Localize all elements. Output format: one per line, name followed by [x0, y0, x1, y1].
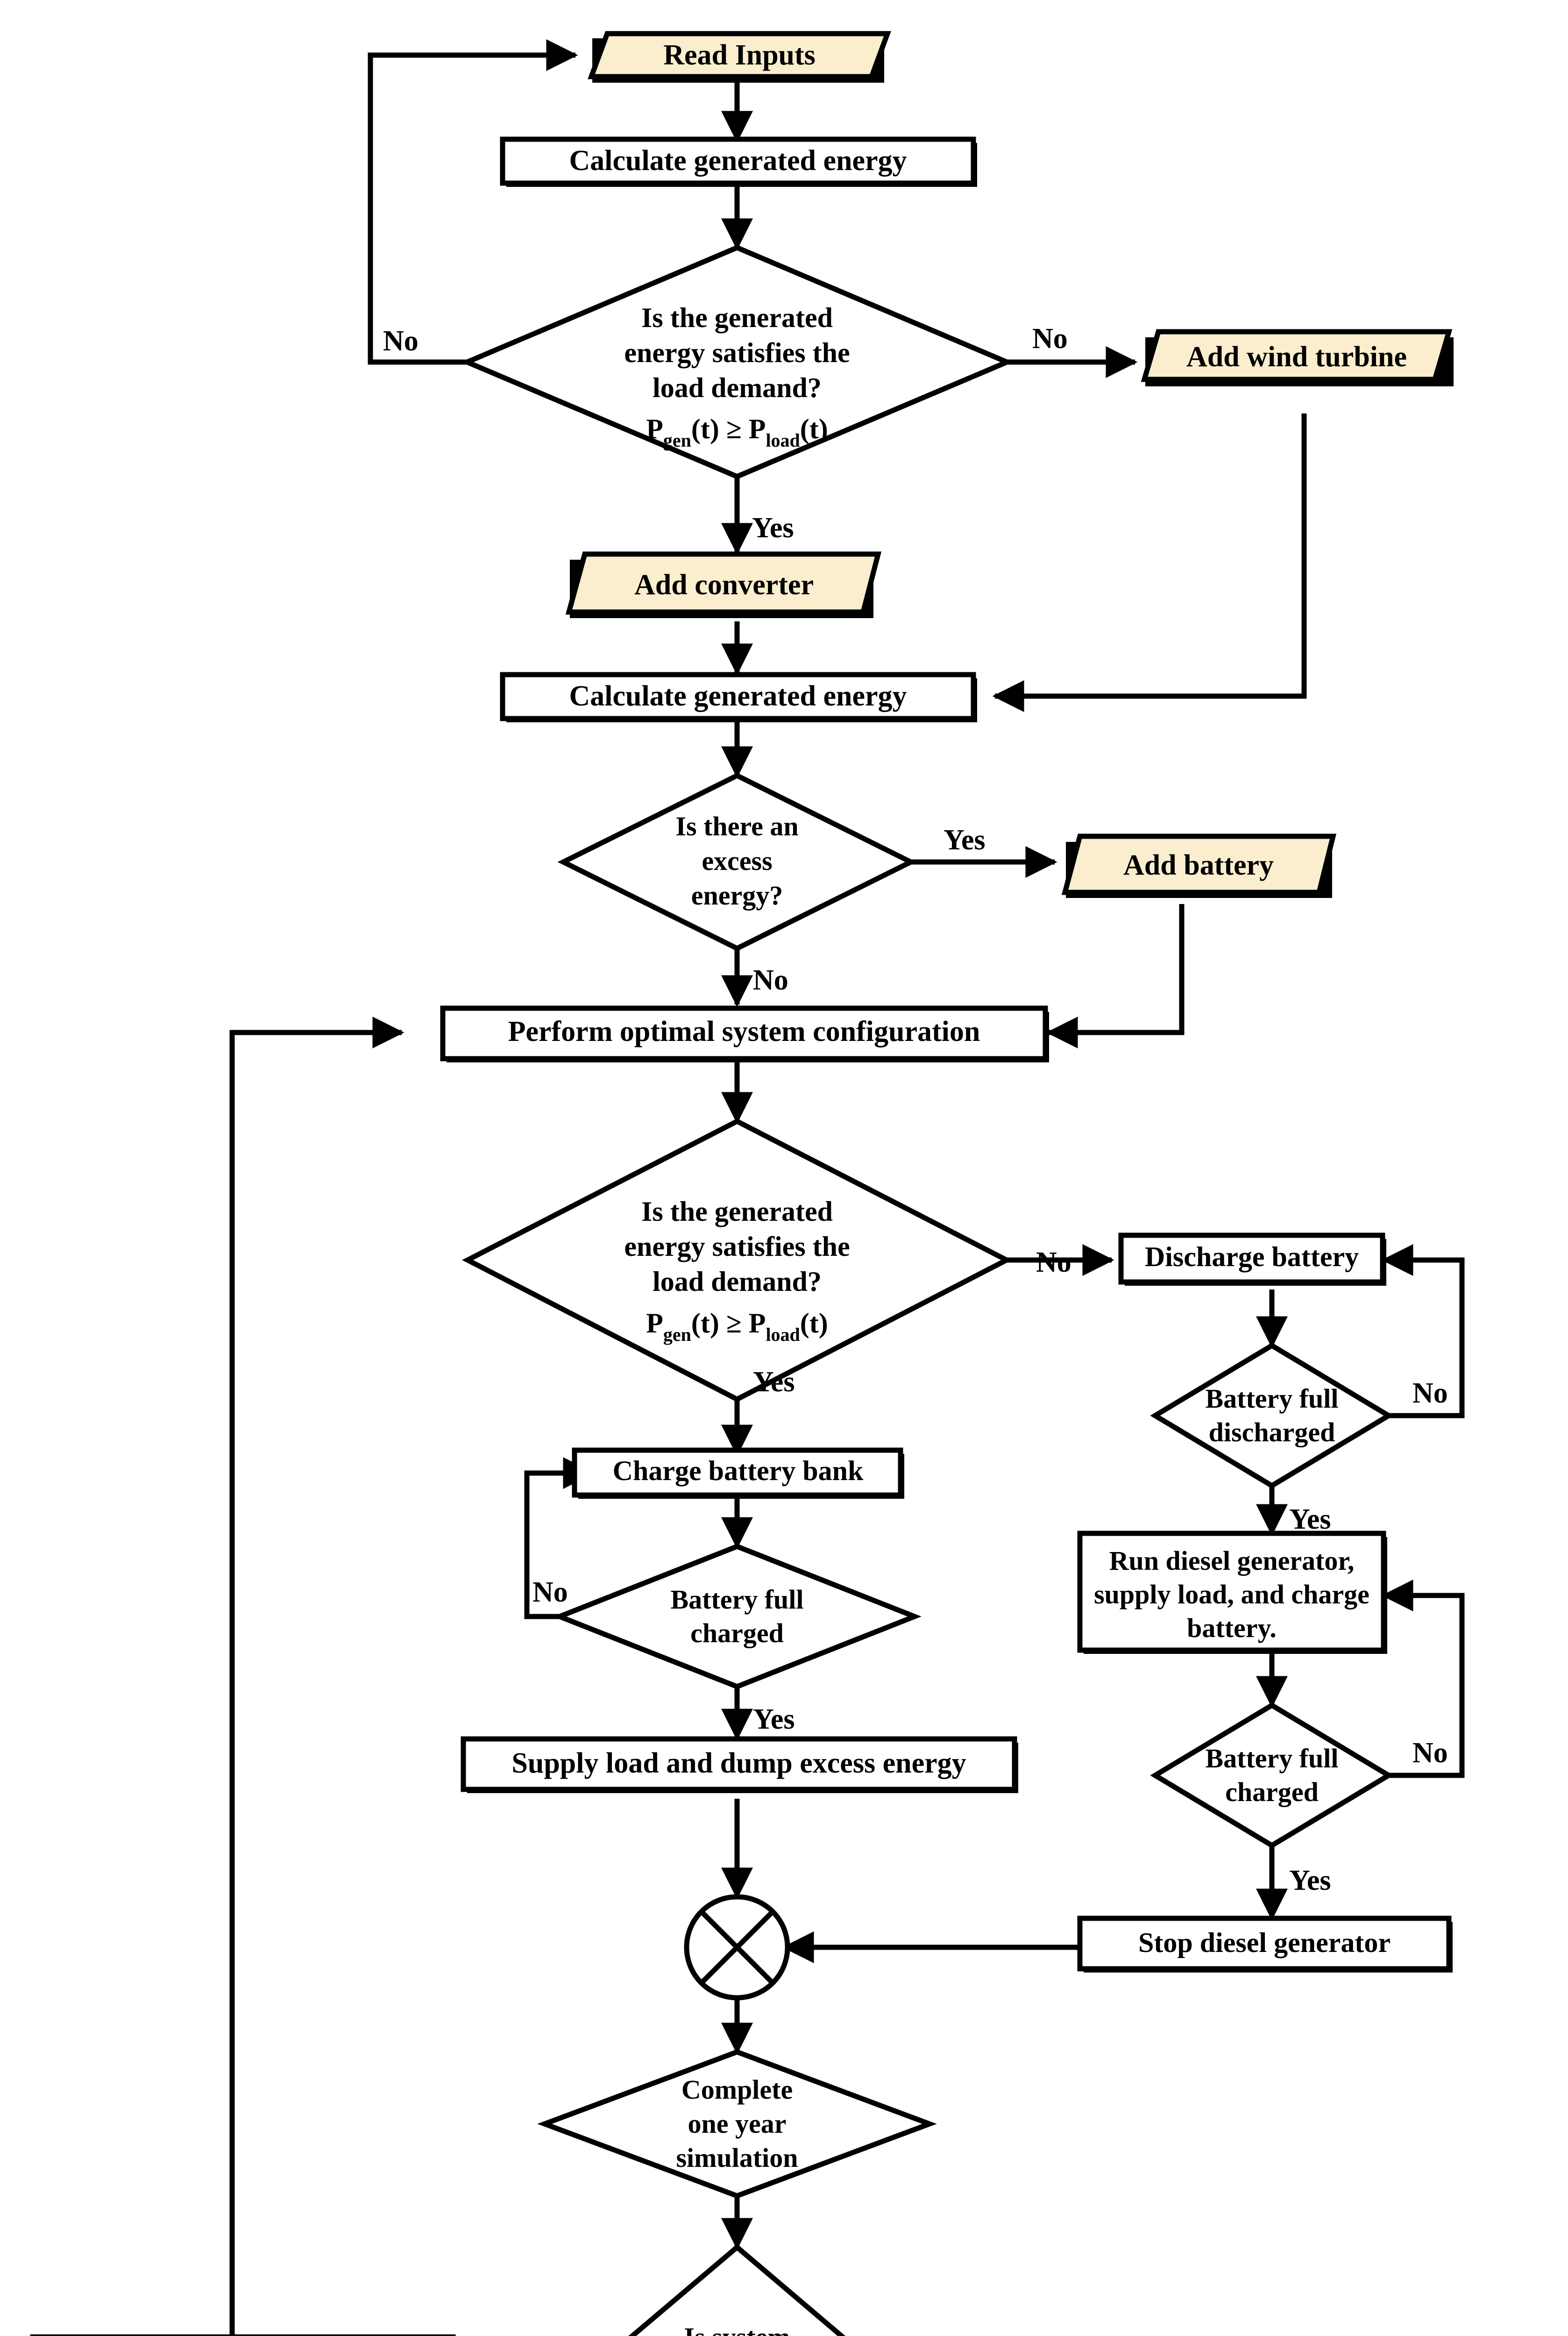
- node-label-line-3: energy?: [691, 880, 783, 911]
- node-label: Read Inputs: [663, 39, 816, 71]
- node-decision-excess-energy[interactable]: Is there an excess energy?: [557, 772, 917, 952]
- node-label: Stop diesel generator: [1138, 1927, 1391, 1958]
- edge-label-no-1-right: No: [1032, 323, 1068, 355]
- edge-label-no-charged-right: No: [1412, 1737, 1448, 1769]
- node-label-line-1: Is there an: [675, 811, 798, 841]
- edge-label-yes-2-down: Yes: [753, 1366, 795, 1398]
- node-merge-junction: [684, 1894, 790, 2001]
- edge-label-no-charged-left: No: [532, 1576, 568, 1608]
- node-add-converter[interactable]: Add converter: [565, 551, 882, 618]
- edge-label-yes-charged-right: Yes: [1289, 1865, 1331, 1896]
- node-label-line-2: supply load, and charge: [1094, 1579, 1369, 1610]
- edge-label-yes-excess: Yes: [944, 824, 986, 856]
- edge-label-no-excess: No: [753, 964, 788, 996]
- node-decision-battery-charged-right[interactable]: Battery full charged: [1150, 1702, 1394, 1849]
- node-label-line-2: charged: [690, 1618, 784, 1648]
- node-discharge-battery[interactable]: Discharge battery: [1118, 1232, 1386, 1286]
- node-label-line-3: load demand?: [653, 372, 822, 403]
- node-decision-gen-vs-load-1[interactable]: Is the generated energy satisfies the lo…: [460, 245, 1014, 479]
- node-run-diesel-generator[interactable]: Run diesel generator, supply load, and c…: [1077, 1531, 1387, 1654]
- node-supply-dump[interactable]: Supply load and dump excess energy: [461, 1736, 1018, 1793]
- node-label-line-3: battery.: [1187, 1613, 1277, 1643]
- node-label-line-2: energy satisfies the: [624, 337, 850, 368]
- edge-label-no-discharged: No: [1412, 1377, 1448, 1409]
- node-calc-energy-2[interactable]: Calculate generated energy: [500, 672, 977, 722]
- edge-label-no-feasible: No: [487, 2330, 522, 2336]
- edge-battdischarged-no-loop: [1381, 1244, 1465, 1418]
- node-read-inputs[interactable]: Read Inputs: [588, 31, 891, 83]
- node-label-line-1: Is the generated: [641, 1196, 833, 1227]
- node-label-line-1: Battery full: [1205, 1383, 1338, 1414]
- edge-battcharged-right-no-loop: [1381, 1579, 1465, 1778]
- node-label-line-2: charged: [1225, 1777, 1319, 1807]
- node-label: Supply load and dump excess energy: [511, 1747, 966, 1779]
- edge-label-yes-charged-left: Yes: [753, 1703, 795, 1735]
- node-decision-battery-discharged[interactable]: Battery full discharged: [1150, 1342, 1394, 1489]
- node-stop-diesel-generator[interactable]: Stop diesel generator: [1077, 1916, 1453, 1973]
- node-formula: Pgen(t) ≥ Pload(t): [646, 1308, 828, 1345]
- node-decision-one-year[interactable]: Complete one year simulation: [537, 2049, 937, 2199]
- edge-addbattery-to-performoptimal: [1046, 904, 1185, 1049]
- node-label: Charge battery bank: [613, 1455, 864, 1486]
- node-add-battery[interactable]: Add battery: [1061, 833, 1337, 898]
- node-perform-optimal-config[interactable]: Perform optimal system configuration: [440, 1005, 1049, 1062]
- node-label-line-2: discharged: [1209, 1417, 1335, 1447]
- edge-resize-to-performoptimal: [229, 1016, 404, 2336]
- node-decision-battery-charged-left[interactable]: Battery full charged: [553, 1544, 922, 1689]
- edge-decision1-no-to-readinputs: [368, 39, 578, 365]
- node-formula: Pgen(t) ≥ Pload(t): [646, 413, 828, 451]
- node-label-line-1: Battery full: [670, 1584, 803, 1615]
- node-label: Add battery: [1123, 849, 1274, 881]
- node-add-wind-turbine[interactable]: Add wind turbine: [1141, 329, 1454, 386]
- node-charge-battery-bank[interactable]: Charge battery bank: [572, 1447, 904, 1499]
- node-decision-feasible[interactable]: Is system configurations feasible?: [591, 2243, 883, 2336]
- node-label: Calculate generated energy: [569, 145, 907, 177]
- node-label: Discharge battery: [1145, 1241, 1359, 1272]
- node-label: Perform optimal system configuration: [508, 1016, 980, 1047]
- node-label: Calculate generated energy: [569, 680, 907, 712]
- edge-label-yes-discharged: Yes: [1289, 1503, 1331, 1535]
- edge-battcharged-left-no-loop: [524, 1457, 595, 1619]
- node-label-line-2: excess: [702, 846, 772, 876]
- node-label-line-2: energy satisfies the: [624, 1231, 850, 1262]
- edge-label-no-1-left: No: [383, 325, 419, 357]
- node-calc-energy-1[interactable]: Calculate generated energy: [500, 136, 977, 187]
- node-label: Add wind turbine: [1186, 341, 1407, 373]
- node-label-line-3: simulation: [676, 2143, 798, 2173]
- node-label-line-1: Battery full: [1205, 1743, 1338, 1773]
- node-label-line-1: Complete: [681, 2074, 793, 2105]
- node-label-line-2: one year: [688, 2108, 787, 2139]
- edge-label-yes-1-down: Yes: [752, 512, 794, 544]
- node-label-line-1: Is the generated: [641, 302, 833, 333]
- node-label-line-1: Is system: [684, 2322, 790, 2336]
- edge-label-no-2-right: No: [1036, 1246, 1071, 1278]
- node-label: Add converter: [634, 569, 814, 601]
- node-decision-gen-vs-load-2[interactable]: Is the generated energy satisfies the lo…: [461, 1118, 1013, 1403]
- node-label-line-3: load demand?: [653, 1266, 822, 1297]
- node-label-line-1: Run diesel generator,: [1109, 1545, 1355, 1576]
- edge-windturbine-to-calc2: [992, 413, 1307, 712]
